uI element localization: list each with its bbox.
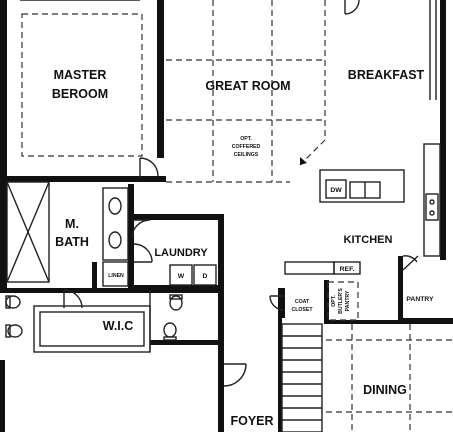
kitchen-counter-east bbox=[423, 143, 441, 257]
coat-closet-door bbox=[269, 295, 285, 311]
vanity bbox=[102, 187, 129, 261]
coat-closet-1: COAT bbox=[295, 299, 310, 305]
foyer-door-swing bbox=[223, 363, 247, 387]
wall-bath-east bbox=[128, 184, 134, 290]
wall-laundry-bottom bbox=[134, 285, 224, 290]
wall-laundry-east bbox=[218, 220, 224, 432]
dishwasher bbox=[325, 179, 347, 199]
wall-dining-top bbox=[324, 320, 453, 324]
bath-door-swing bbox=[131, 219, 151, 239]
wall-stair-left bbox=[278, 318, 282, 432]
wall-closet-right bbox=[324, 280, 329, 324]
column-marker bbox=[300, 157, 307, 165]
laundry-door-swing bbox=[133, 243, 153, 263]
great-room-label: GREAT ROOM bbox=[205, 79, 290, 93]
wall-lower-left bbox=[0, 360, 5, 432]
sink-1 bbox=[108, 197, 122, 215]
master-bedroom-label-1: MASTER bbox=[54, 68, 107, 82]
dining-label: DINING bbox=[363, 383, 407, 397]
coffered-note-1: OPT. bbox=[240, 136, 252, 142]
wall-master-bath-top bbox=[0, 176, 166, 182]
sink-2 bbox=[108, 231, 122, 249]
coffered-note-3: CEILINGS bbox=[234, 152, 259, 158]
breakfast-door-swing bbox=[344, 0, 360, 15]
butlers-pantry-2: BUTLER'S bbox=[338, 288, 344, 314]
foyer-label: FOYER bbox=[230, 414, 273, 428]
shower bbox=[6, 181, 50, 283]
staircase bbox=[281, 323, 323, 432]
kitchen-label: KITCHEN bbox=[344, 234, 393, 246]
linen-label: LINEN bbox=[108, 273, 124, 279]
butlers-pantry-counter bbox=[284, 261, 335, 275]
dishwasher-label: DW bbox=[330, 187, 342, 194]
master-door-swing bbox=[139, 157, 159, 178]
master-bath-label-1: M. bbox=[65, 217, 79, 231]
wic-label: W.I.C bbox=[103, 319, 134, 333]
dryer bbox=[193, 264, 217, 286]
toilet-powder-2 bbox=[163, 322, 177, 338]
wall-master-east bbox=[157, 0, 164, 158]
wall-wic-south bbox=[150, 340, 218, 345]
wall-laundry-top bbox=[134, 214, 224, 220]
wall-pantry-left bbox=[398, 256, 403, 320]
toilet-lower bbox=[7, 324, 23, 338]
dining-ceiling bbox=[326, 324, 453, 432]
refrigerator-label: REF. bbox=[340, 266, 355, 273]
butlers-pantry-1: OPT. bbox=[331, 295, 337, 307]
washer bbox=[169, 264, 193, 286]
coffered-note-2: COFFERED bbox=[232, 144, 261, 150]
linen-closet bbox=[102, 261, 129, 287]
toilet-powder bbox=[169, 295, 183, 311]
breakfast-label: BREAKFAST bbox=[348, 68, 425, 82]
master-bedroom-tray-ceiling bbox=[21, 13, 143, 157]
butlers-pantry bbox=[327, 281, 359, 321]
pantry-door-swing bbox=[402, 255, 419, 271]
laundry-label: LAUNDRY bbox=[154, 247, 208, 259]
wall-left-exterior bbox=[0, 0, 7, 290]
butlers-pantry-3: PANTRY bbox=[345, 290, 351, 311]
kitchen-island bbox=[319, 169, 405, 203]
wall-wc-divider bbox=[92, 262, 97, 290]
wall-kitchen-east bbox=[440, 0, 446, 260]
coffered-ceiling-grid bbox=[166, 0, 326, 183]
coat-closet-2: CLOSET bbox=[291, 307, 313, 313]
dryer-label: D bbox=[203, 273, 208, 280]
master-bedroom-label-2: BEROOM bbox=[52, 87, 108, 101]
cooktop bbox=[425, 193, 439, 221]
wall-bath-bottom bbox=[0, 288, 218, 293]
toilet-wc bbox=[5, 295, 21, 309]
master-bath-label-2: BATH bbox=[55, 235, 89, 249]
washer-label: W bbox=[178, 273, 185, 280]
wall-stair-top bbox=[278, 288, 285, 318]
pantry-label: PANTRY bbox=[406, 296, 434, 303]
